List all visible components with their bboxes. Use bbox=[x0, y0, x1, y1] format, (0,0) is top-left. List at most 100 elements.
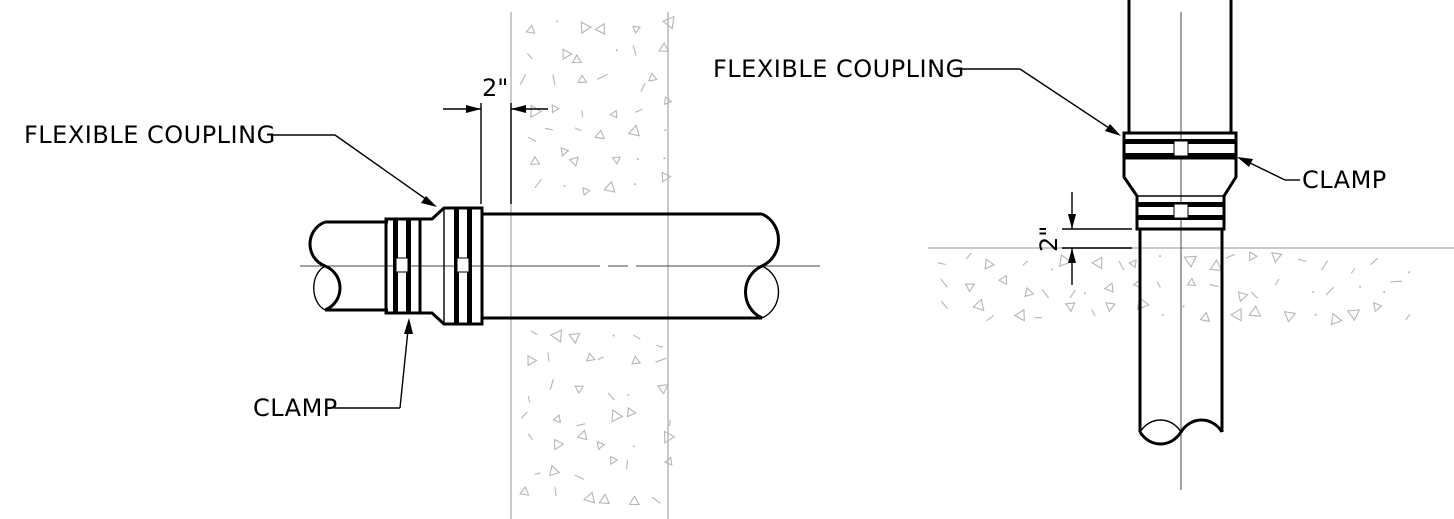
aggregate-mark bbox=[1408, 271, 1410, 274]
ground-slab bbox=[928, 247, 1454, 326]
aggregate-mark bbox=[526, 52, 533, 60]
aggregate-mark bbox=[1118, 261, 1125, 271]
clamp-callout: CLAMP bbox=[253, 318, 413, 422]
aggregate-mark bbox=[663, 456, 673, 466]
clamp-band-upper bbox=[1124, 139, 1236, 158]
aggregate-mark bbox=[1325, 286, 1335, 296]
aggregate-mark bbox=[668, 419, 671, 427]
aggregate-mark bbox=[596, 73, 608, 80]
aggregate-mark bbox=[634, 183, 637, 186]
clamp-label: CLAMP bbox=[253, 394, 338, 422]
aggregate-mark bbox=[1022, 260, 1028, 266]
aggregate-mark bbox=[548, 464, 561, 477]
aggregate-mark bbox=[529, 155, 541, 165]
aggregate-mark bbox=[984, 258, 996, 270]
vertical-gap-dimension: 2" bbox=[1035, 192, 1132, 285]
large-pipe bbox=[482, 212, 780, 320]
aggregate-mark bbox=[609, 109, 618, 119]
gap-dimension-label: 2" bbox=[482, 74, 508, 102]
aggregate-mark bbox=[626, 460, 629, 470]
aggregate-mark bbox=[574, 474, 585, 480]
wall-aggregate-top bbox=[519, 15, 675, 197]
aggregate-mark bbox=[554, 487, 557, 497]
aggregate-mark bbox=[627, 124, 641, 137]
aggregate-mark bbox=[628, 495, 641, 506]
aggregate-mark bbox=[1209, 259, 1223, 271]
aggregate-mark bbox=[568, 156, 579, 167]
vertical-clamp-callout: CLAMP bbox=[1237, 157, 1387, 194]
aggregate-mark bbox=[972, 298, 985, 312]
clamp-band-lower bbox=[1137, 202, 1224, 220]
aggregate-mark bbox=[1105, 302, 1116, 313]
aggregate-mark bbox=[576, 423, 586, 427]
concrete-wall bbox=[510, 12, 676, 519]
aggregate-mark bbox=[661, 171, 672, 183]
aggregate-mark bbox=[527, 433, 533, 441]
aggregate-mark bbox=[651, 496, 661, 504]
aggregate-mark bbox=[1346, 309, 1361, 322]
aggregate-mark bbox=[527, 395, 531, 403]
aggregate-mark bbox=[547, 352, 550, 362]
aggregate-mark bbox=[635, 108, 643, 113]
aggregate-mark bbox=[596, 441, 606, 451]
aggregate-mark bbox=[658, 42, 670, 52]
aggregate-mark bbox=[632, 445, 635, 448]
vertical-gap-dimension-label: 2" bbox=[1035, 226, 1063, 252]
aggregate-mark bbox=[597, 356, 604, 361]
clamp-band-left bbox=[393, 219, 411, 313]
aggregate-mark bbox=[1248, 305, 1262, 317]
aggregate-mark bbox=[1199, 311, 1211, 323]
aggregate-mark bbox=[1405, 313, 1411, 321]
aggregate-mark bbox=[632, 45, 637, 56]
aggregate-mark bbox=[568, 332, 581, 345]
aggregate-mark bbox=[997, 274, 1008, 286]
aggregate-mark bbox=[1041, 288, 1050, 299]
aggregate-mark bbox=[1159, 255, 1161, 258]
aggregate-mark bbox=[1069, 289, 1076, 299]
aggregate-mark bbox=[632, 25, 642, 35]
aggregate-mark bbox=[965, 252, 972, 260]
vertical-coupling bbox=[1122, 131, 1238, 231]
aggregate-mark bbox=[1051, 268, 1054, 271]
aggregate-mark bbox=[563, 184, 566, 187]
vertical-clamp-label: CLAMP bbox=[1302, 166, 1387, 194]
aggregate-mark bbox=[612, 334, 615, 337]
aggregate-mark bbox=[552, 414, 561, 424]
aggregate-mark bbox=[1103, 282, 1114, 293]
aggregate-mark bbox=[631, 355, 642, 365]
aggregate-mark bbox=[519, 485, 530, 496]
aggregate-mark bbox=[520, 411, 528, 419]
aggregate-mark bbox=[611, 409, 624, 423]
aggregate-mark bbox=[560, 147, 570, 157]
aggregate-mark bbox=[1383, 290, 1386, 293]
aggregate-mark bbox=[1091, 308, 1096, 317]
flexible-coupling bbox=[384, 206, 484, 326]
aggregate-mark bbox=[1320, 260, 1329, 271]
aggregate-mark bbox=[1229, 307, 1242, 322]
aggregate-mark bbox=[615, 49, 618, 52]
aggregate-mark bbox=[553, 438, 565, 451]
aggregate-mark bbox=[1370, 257, 1378, 266]
aggregate-mark bbox=[1390, 280, 1403, 283]
aggregate-mark bbox=[583, 491, 596, 504]
aggregate-mark bbox=[580, 21, 593, 35]
coupling-label: FLEXIBLE COUPLING bbox=[24, 121, 276, 149]
aggregate-mark bbox=[656, 384, 669, 395]
aggregate-mark bbox=[594, 129, 605, 140]
aggregate-mark bbox=[664, 129, 667, 132]
aggregate-mark bbox=[986, 315, 994, 322]
aggregate-mark bbox=[937, 262, 946, 266]
aggregate-mark bbox=[647, 72, 658, 82]
aggregate-mark bbox=[663, 157, 666, 160]
aggregate-mark bbox=[1249, 251, 1259, 262]
vertical-coupling-callout: FLEXIBLE COUPLING bbox=[713, 55, 1121, 136]
aggregate-mark bbox=[655, 357, 667, 363]
aggregate-mark bbox=[609, 455, 619, 466]
small-pipe bbox=[308, 220, 388, 312]
aggregate-mark bbox=[1237, 291, 1249, 303]
aggregate-mark bbox=[627, 393, 630, 396]
aggregate-mark bbox=[1350, 268, 1356, 274]
aggregate-mark bbox=[1186, 277, 1197, 287]
right-detail: 2" FLEXIBLE COUPLING CLAMP bbox=[713, 0, 1454, 490]
